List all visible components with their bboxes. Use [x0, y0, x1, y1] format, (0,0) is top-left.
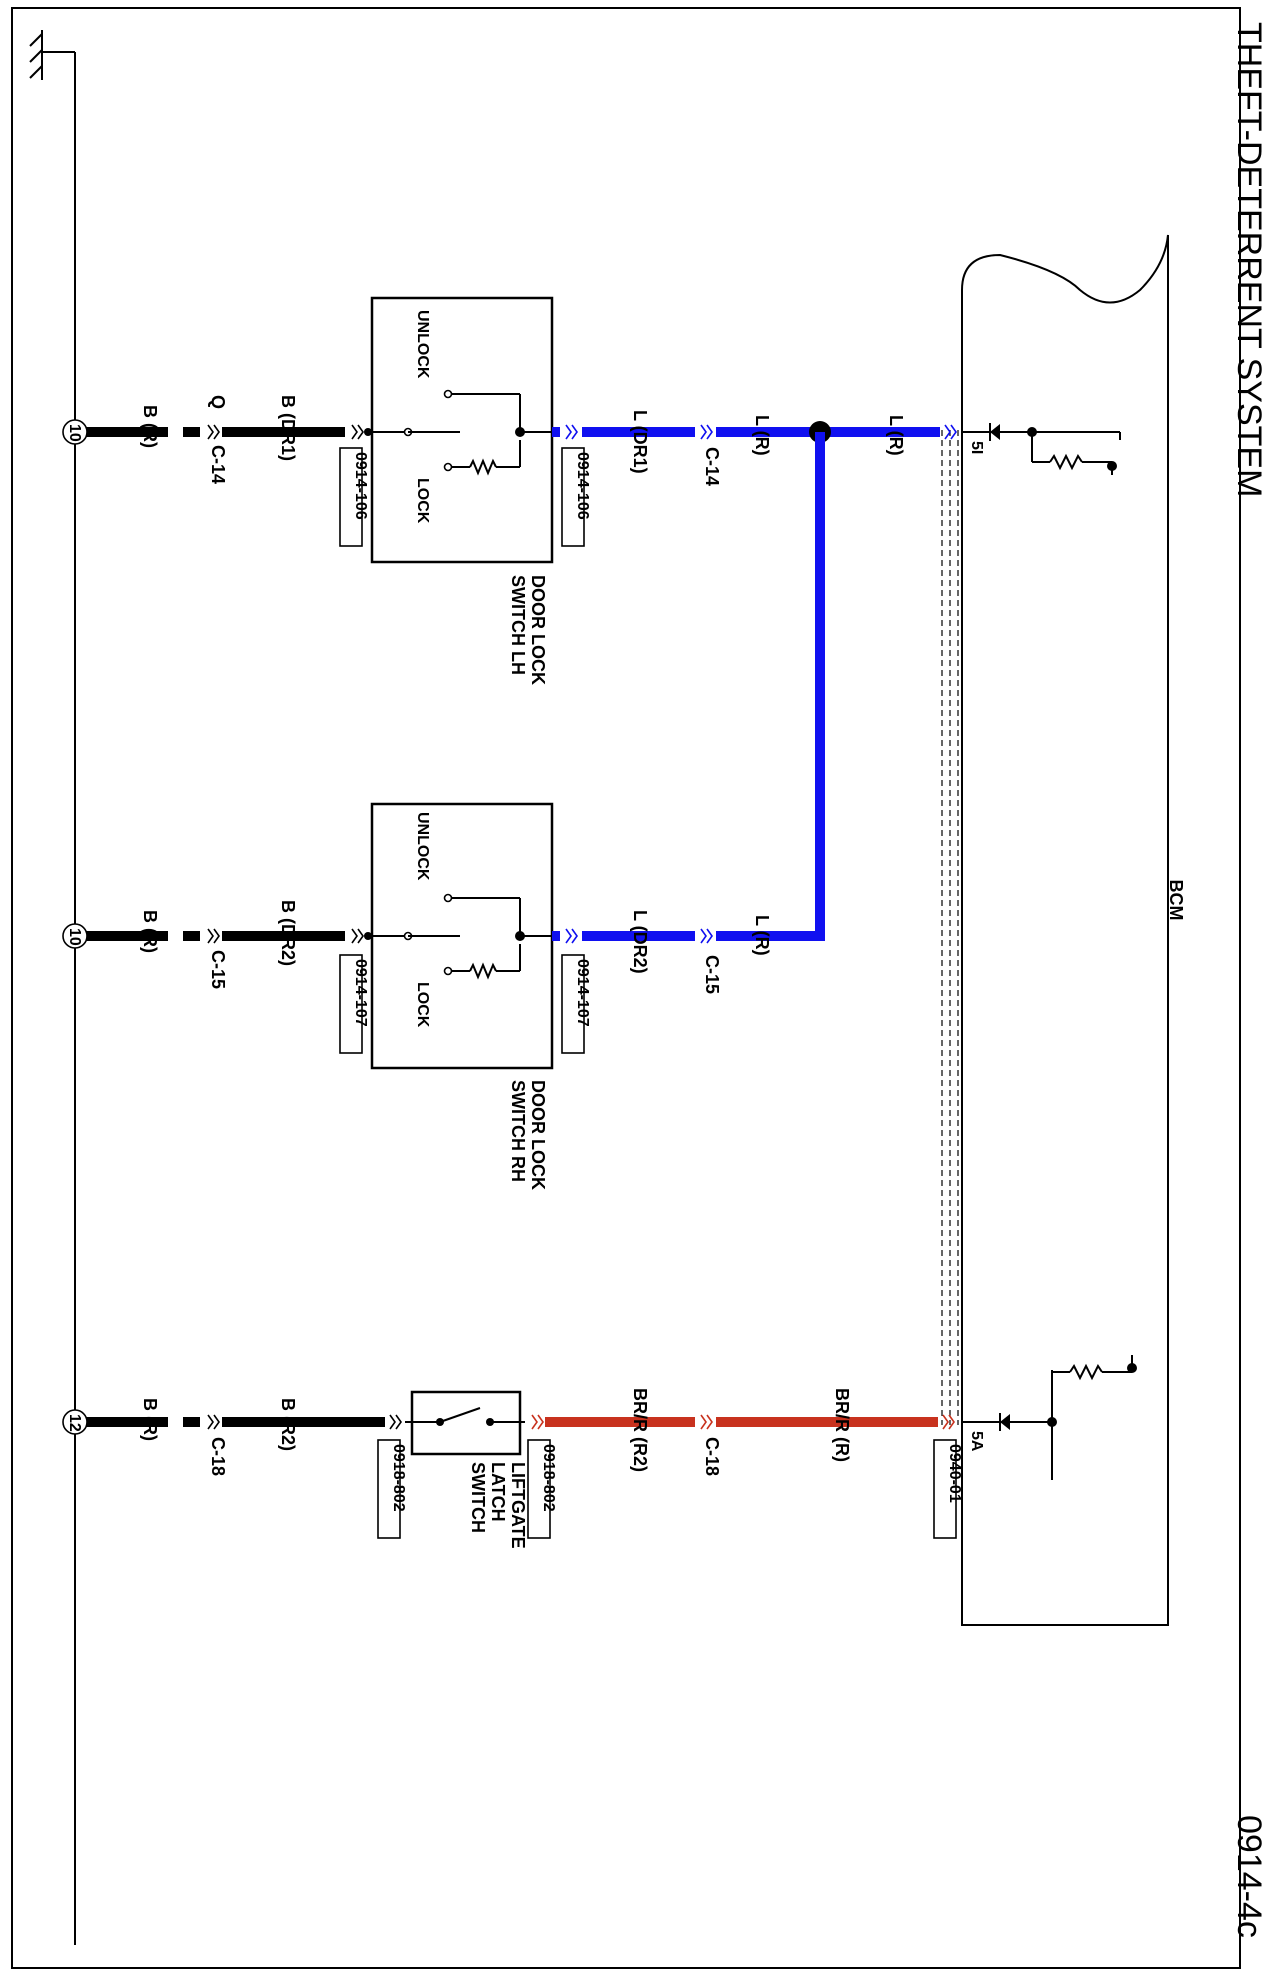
lh-unlock-label: UNLOCK: [414, 310, 431, 379]
rh-wire-bdr2: B (DR2): [278, 900, 298, 966]
lh-lock-label: LOCK: [414, 478, 431, 524]
lh-ground-circuit: 10 B (R) Q C-14 B (DR1) 0914-106: [62, 395, 369, 547]
lh-conn-left: [339, 447, 363, 547]
door-lock-switch-rh: UNLOCK LOCK DOOR LOCK SWITCH RH: [364, 802, 554, 1190]
rh-ground-connector: C-15: [208, 950, 228, 989]
lh-conn-left-label: 0914-106: [352, 452, 369, 520]
liftgate-latch-switch: LIFTGATE LATCH SWITCH: [405, 1390, 528, 1549]
door-lock-switch-lh: UNLOCK LOCK DOOR LOCK SWITCH LH: [364, 296, 554, 685]
bcm-pin-5I: 5I: [968, 441, 985, 454]
ground-point-lh-label: 10: [66, 424, 83, 442]
lg-conn-right-label: 0918-802: [540, 1444, 557, 1512]
rh-wire-br: B (R): [140, 910, 160, 953]
lh-signal-connector: C-14: [702, 447, 722, 486]
bcm-label: BCM: [1166, 880, 1186, 921]
rh-signal-circuit: 0914-107 L (DR2) C-15 L (R): [552, 910, 825, 1054]
lg-title2: LATCH: [488, 1462, 508, 1522]
rh-conn-left: [339, 954, 363, 1054]
lh-wire-bdr1: B (DR1): [278, 395, 298, 461]
bcm-pin-5A: 5A: [968, 1431, 985, 1452]
ground-point-lh: [62, 419, 88, 445]
lg-title1: LIFTGATE: [508, 1462, 528, 1549]
ground-bus: [29, 30, 76, 1945]
lh-switch-title2: SWITCH LH: [508, 575, 528, 675]
lg-title3: SWITCH: [468, 1462, 488, 1533]
rh-ground-circuit: 10 B (R) C-15 B (DR2) 0914-107: [62, 900, 369, 1054]
lh-wire-q: Q: [208, 395, 228, 409]
lg-conn-right: [527, 1439, 551, 1539]
lh-wire-lr-bcm: L (R): [886, 415, 906, 456]
rh-unlock-label: UNLOCK: [414, 812, 431, 881]
rh-signal-connector: C-15: [702, 955, 722, 994]
lg-conn-left-label: 0918-802: [390, 1444, 407, 1512]
ground-point-liftgate-label: 12: [66, 1414, 83, 1432]
ground-point-rh-label: 10: [66, 928, 83, 946]
lh-conn-right: [561, 447, 585, 547]
bcm-module: BCM: [961, 234, 1186, 1626]
bcm-connector-label: 0940-01: [946, 1444, 963, 1503]
bcm-internal-lower: 5A: [962, 1355, 1137, 1480]
bcm-internal-upper: 5I: [962, 423, 1121, 475]
rh-wire-lr: L (R): [752, 915, 772, 956]
rh-conn-left-label: 0914-107: [352, 959, 369, 1027]
rh-switch-title1: DOOR LOCK: [528, 1080, 548, 1190]
bcm-connector: [933, 1439, 957, 1539]
chassis-ground-icon: [29, 30, 43, 80]
lg-wire-br2: B (R2): [278, 1398, 298, 1451]
bcm-harness-dashed: [941, 430, 959, 1425]
ground-point-rh: [62, 923, 88, 949]
lg-ground-connector: C-18: [208, 1437, 228, 1476]
rh-lock-label: LOCK: [414, 982, 431, 1028]
lh-ground-connector: C-14: [208, 445, 228, 484]
page-code: 0914-4c: [1230, 1815, 1268, 1938]
lh-wire-lr: L (R): [752, 415, 772, 456]
lh-wire-ldr1: L (DR1): [630, 410, 650, 474]
lg-wire-brr-r2: BR/R (R2): [630, 1388, 650, 1472]
lg-wire-brr-r: BR/R (R): [832, 1388, 852, 1462]
rh-conn-right: [561, 954, 585, 1054]
lh-switch-title1: DOOR LOCK: [528, 575, 548, 685]
lh-signal-circuit: 0914-106 L (DR1) C-14 L (R) L (R): [552, 410, 957, 547]
lg-wire-br: B (R): [140, 1398, 160, 1441]
lg-signal-connector: C-18: [702, 1437, 722, 1476]
rh-wire-ldr2: L (DR2): [630, 910, 650, 974]
liftgate-signal-circuit: 0918-802 BR/R (R2) C-18 BR/R (R) 0940-01: [527, 1388, 963, 1539]
rh-switch-title2: SWITCH RH: [508, 1080, 528, 1182]
liftgate-ground-circuit: 12 B (R) C-18 B (R2) 0918-802: [62, 1398, 407, 1539]
lh-wire-br: B (R): [140, 405, 160, 448]
lh-conn-right-label: 0914-106: [574, 452, 591, 520]
diagram-title: THEFT-DETERRENT SYSTEM: [1230, 22, 1268, 497]
ground-point-liftgate: [62, 1409, 88, 1435]
page-frame: [11, 7, 1241, 1969]
rh-conn-right-label: 0914-107: [574, 959, 591, 1027]
lg-conn-left: [377, 1439, 401, 1539]
